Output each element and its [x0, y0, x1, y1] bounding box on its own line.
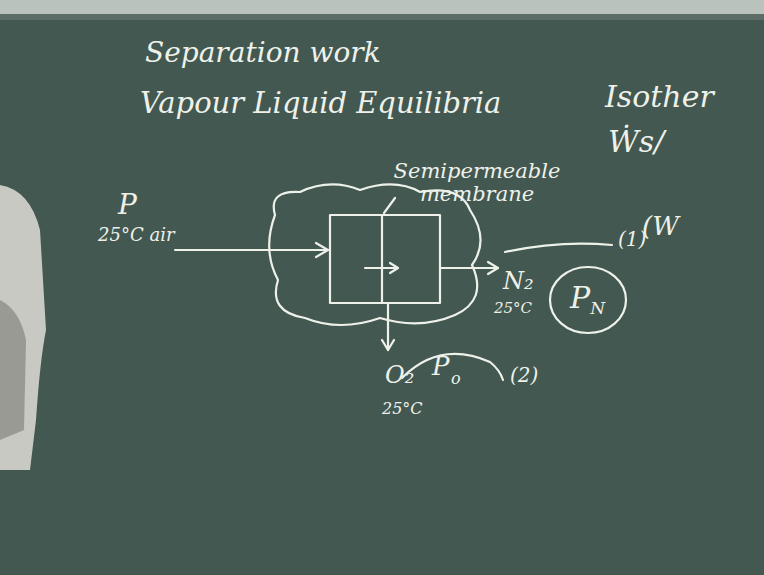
quantity-symbol: P	[570, 280, 590, 315]
stream-label: N₂	[503, 268, 534, 294]
pressure-label: P	[118, 190, 137, 221]
temperature-label: 25°C	[382, 400, 423, 418]
cut-off-note: (W	[642, 212, 679, 241]
subscript-text: N	[590, 298, 605, 318]
inlet-label: 25°C air	[98, 225, 175, 245]
subscript-label: o	[451, 370, 461, 388]
pressure-label: P	[432, 352, 450, 381]
temperature-label: 25°C	[494, 300, 532, 317]
stream-number: (2)	[510, 364, 538, 386]
circled-quantity: PN	[548, 265, 628, 335]
membrane-label: Semipermeable membrane	[392, 160, 562, 206]
title-note: Vapour Liquid Equilibria	[140, 88, 501, 120]
node-text: PN	[570, 283, 605, 317]
cut-off-note: Ẇs/	[608, 125, 664, 158]
stream-label: O₂	[385, 362, 414, 388]
cut-off-note: Isother	[605, 80, 714, 113]
title-note: Separation work	[145, 38, 381, 69]
